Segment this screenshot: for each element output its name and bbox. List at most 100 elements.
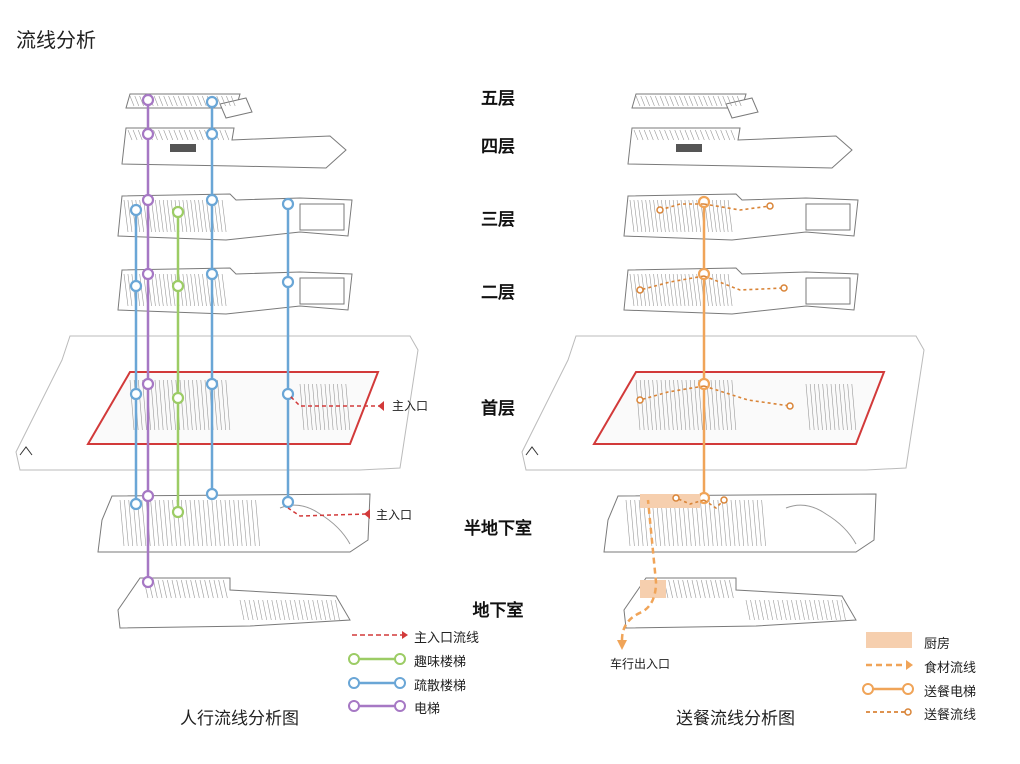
legend-node-left-elevator <box>348 700 360 712</box>
food-delivery-flow-2-1 <box>639 275 705 291</box>
right-plan-semi-basement-ramp <box>785 504 857 545</box>
right-plan-floor-3-hall <box>805 203 851 231</box>
legend-label-food-elevator: 送餐电梯 <box>924 685 977 700</box>
left-plan-floor-1-outline <box>86 371 380 445</box>
right-plan-floor-4-rooms <box>633 129 736 141</box>
food-delivery-flow-3-2 <box>703 385 791 407</box>
legend-node-right-food-elevator <box>902 683 914 695</box>
food-elevator-node-3 <box>697 377 711 391</box>
legend-swatch-kitchen <box>866 632 912 648</box>
left-plan-floor-3-hall <box>299 203 345 231</box>
right-plan-basement <box>623 577 857 629</box>
legend-label-food-delivery-flow: 送餐流线 <box>924 708 977 723</box>
left-plan-floor-1-east <box>299 383 351 431</box>
floor-label-2: 二层 <box>481 283 515 303</box>
food-delivery-flow-1-1 <box>659 203 704 211</box>
left-plan-floor-5-annex <box>219 97 253 119</box>
fun-stair-node-3 <box>171 391 185 405</box>
left-north-arrow <box>19 446 33 456</box>
floor-label-1: 首层 <box>481 399 515 419</box>
food-elevator-node-1 <box>697 195 711 209</box>
food-delivery-node-1-1 <box>656 206 664 214</box>
main-entrance-flow-ground <box>289 395 382 407</box>
left-plan-basement-parking <box>239 599 340 621</box>
food-delivery-flow-2-2 <box>703 275 785 291</box>
evac-stair-a-node-6 <box>205 487 219 501</box>
elevator-node-6 <box>141 489 155 503</box>
legend-node-left-evac-stair <box>348 677 360 689</box>
food-delivery-flow-4-1 <box>703 499 725 510</box>
left-plan-floor-4 <box>121 127 347 169</box>
right-plan-floor-2 <box>623 267 859 315</box>
food-delivery-flow-4-2 <box>675 497 705 505</box>
right-plan-semi-basement <box>603 493 877 553</box>
evac-stair-a-node-5 <box>205 377 219 391</box>
evac-stair-a-node-3 <box>205 193 219 207</box>
evac-stair-c-node-1 <box>281 197 295 211</box>
fun-stair-node-2 <box>171 279 185 293</box>
right-plan-floor-5-annex <box>725 97 759 119</box>
elevator-node-7 <box>141 575 155 589</box>
legend-node-right-evac-stair <box>394 677 406 689</box>
evac-stair-a-node-2 <box>205 127 219 141</box>
elevator-node-4 <box>141 267 155 281</box>
left-plan-semi-basement <box>97 493 371 553</box>
fun-stair-node-1 <box>171 205 185 219</box>
right-north-arrow <box>525 446 539 456</box>
evac-stair-b-node-2 <box>129 279 143 293</box>
right-plan-floor-5-rooms <box>635 95 742 107</box>
left-plan-basement-rooms <box>143 579 228 599</box>
left-diagram-caption: 人行流线分析图 <box>180 709 299 729</box>
legend-node-food-delivery-flow <box>904 708 912 716</box>
left-plan-floor-2-hall <box>299 277 345 305</box>
main-entrance-arrow-semi <box>364 509 370 519</box>
right-plan-basement-parking <box>745 599 846 621</box>
entrance-label-semi: 主入口 <box>376 508 413 522</box>
floor-label-basement: 地下室 <box>472 601 524 621</box>
left-plan-floor-2-rooms <box>123 273 227 307</box>
legend-label-evac-stair: 疏散楼梯 <box>414 679 467 694</box>
evac-stair-b-node-3 <box>129 387 143 401</box>
left-plan-semi-basement-rooms <box>119 499 260 547</box>
food-elevator-node-4 <box>697 491 711 505</box>
elevator-node-2 <box>141 127 155 141</box>
evac-stair-c-node-3 <box>281 387 295 401</box>
floor-label-3: 三层 <box>481 210 515 230</box>
legend-arrow-main-entrance-flow <box>402 631 408 639</box>
right-plan-floor-4-stair <box>676 144 702 152</box>
food-elevator-node-2 <box>697 267 711 281</box>
entrance-label-ground: 主入口 <box>392 399 429 413</box>
food-delivery-node-1-2 <box>766 202 774 210</box>
left-plan-floor-4-stair <box>170 144 196 152</box>
food-flow-path <box>620 499 658 641</box>
food-delivery-node-2-2 <box>780 284 788 292</box>
elevator-node-5 <box>141 377 155 391</box>
right-diagram-caption: 送餐流线分析图 <box>676 709 795 729</box>
evac-stair-c-node-2 <box>281 275 295 289</box>
floor-label-4: 四层 <box>481 137 515 157</box>
elevator-node-3 <box>141 193 155 207</box>
food-delivery-flow-3-1 <box>639 385 705 401</box>
legend-arrow-food-flow <box>906 660 913 670</box>
evac-stair-a-node-4 <box>205 267 219 281</box>
floor-label-semi-basement: 半地下室 <box>464 519 532 539</box>
legend-node-left-fun-stair <box>348 653 360 665</box>
legend-label-food-flow: 食材流线 <box>924 661 977 676</box>
kitchen-basement <box>640 580 666 598</box>
food-delivery-node-2-1 <box>636 286 644 294</box>
evac-stair-a-node-1 <box>205 95 219 109</box>
evac-stair-c-node-4 <box>281 495 295 509</box>
legend-label-elevator: 电梯 <box>414 702 441 717</box>
floor-label-5: 五层 <box>481 89 515 109</box>
food-delivery-node-4-1 <box>720 496 728 504</box>
food-delivery-node-3-1 <box>636 396 644 404</box>
kitchen-semi-basement <box>640 494 700 508</box>
food-delivery-flow-1-2 <box>703 203 771 211</box>
food-delivery-node-3-2 <box>786 402 794 410</box>
food-flow-arrow <box>617 640 627 650</box>
left-plan-basement <box>117 577 351 629</box>
evac-stair-b-node-4 <box>129 497 143 511</box>
main-entrance-arrow-ground <box>378 401 384 411</box>
